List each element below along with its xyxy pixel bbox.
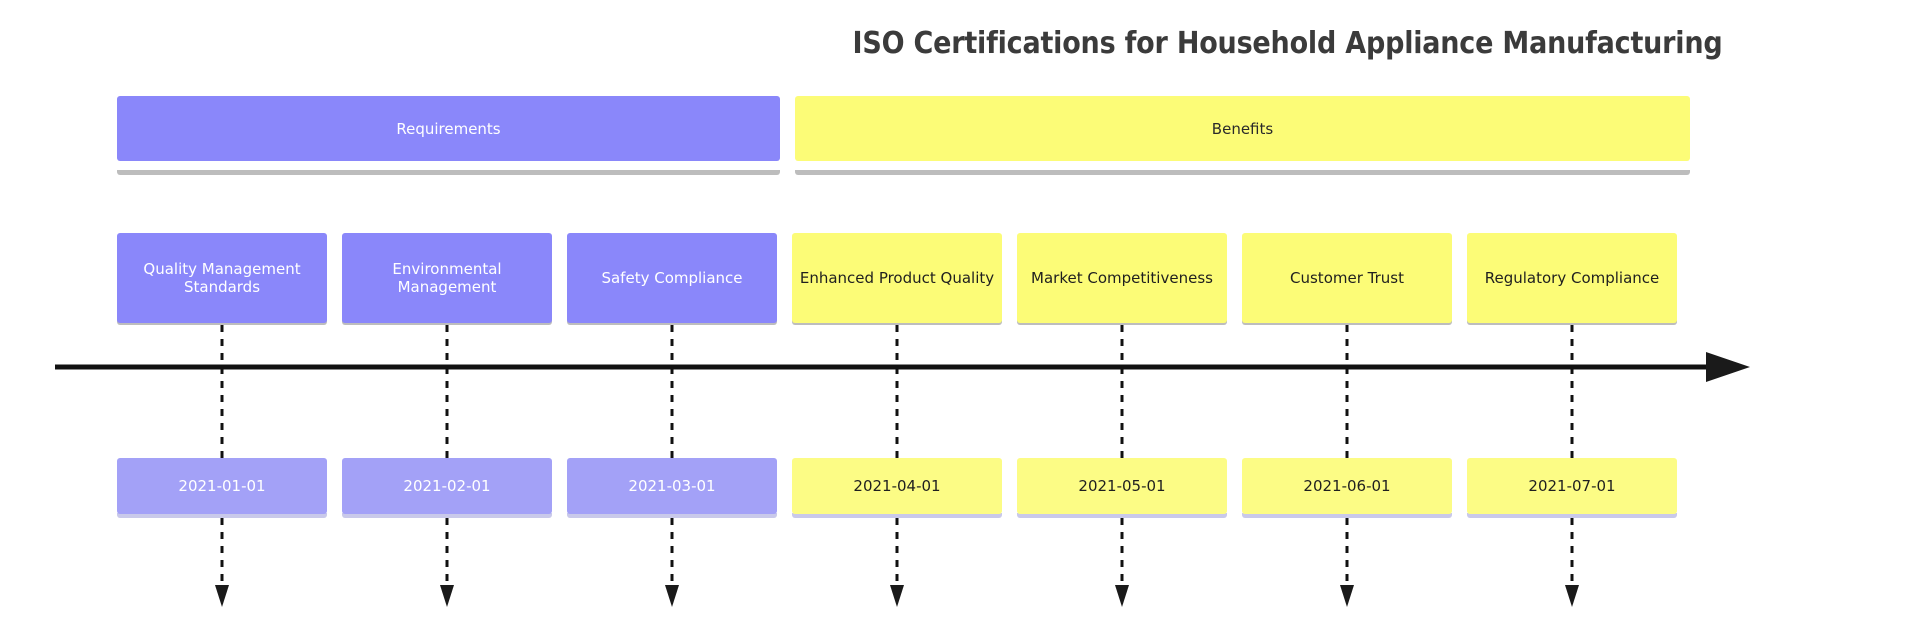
date-label-1: 2021-02-01 xyxy=(403,477,491,495)
date-box-1[interactable]: 2021-02-01 xyxy=(342,458,552,514)
event-box-2[interactable]: Safety Compliance xyxy=(567,233,777,323)
date-box-3[interactable]: 2021-04-01 xyxy=(792,458,1002,514)
benefits-group-shadow xyxy=(795,170,1690,175)
event-label-4: Market Competitiveness xyxy=(1031,269,1213,287)
event-box-5[interactable]: Customer Trust xyxy=(1242,233,1452,323)
date-shadow-5 xyxy=(1242,513,1452,518)
event-box-3[interactable]: Enhanced Product Quality xyxy=(792,233,1002,323)
event-label-3: Enhanced Product Quality xyxy=(799,269,995,287)
event-box-4[interactable]: Market Competitiveness xyxy=(1017,233,1227,323)
date-shadow-6 xyxy=(1467,513,1677,518)
date-box-6[interactable]: 2021-07-01 xyxy=(1467,458,1677,514)
date-shadow-4 xyxy=(1017,513,1227,518)
date-box-0[interactable]: 2021-01-01 xyxy=(117,458,327,514)
event-label-1: Environmental Management xyxy=(392,260,502,296)
group-bar-requirements-label: Requirements xyxy=(396,119,501,138)
group-bar-requirements[interactable]: Requirements xyxy=(117,96,780,161)
date-label-5: 2021-06-01 xyxy=(1303,477,1391,495)
event-box-0[interactable]: Quality Management Standards xyxy=(117,233,327,323)
group-bar-benefits-label: Benefits xyxy=(1211,119,1274,138)
event-box-6[interactable]: Regulatory Compliance xyxy=(1467,233,1677,323)
event-label-6: Regulatory Compliance xyxy=(1484,269,1660,287)
group-bar-benefits[interactable]: Benefits xyxy=(795,96,1690,161)
event-label-0: Quality Management Standards xyxy=(143,260,301,296)
page-title: ISO Certifications for Household Applian… xyxy=(852,26,1723,61)
event-label-2: Safety Compliance xyxy=(601,269,743,287)
date-shadow-2 xyxy=(567,513,777,518)
date-box-5[interactable]: 2021-06-01 xyxy=(1242,458,1452,514)
requirements-group-shadow xyxy=(117,170,780,175)
date-box-4[interactable]: 2021-05-01 xyxy=(1017,458,1227,514)
date-label-6: 2021-07-01 xyxy=(1528,477,1616,495)
event-box-1[interactable]: Environmental Management xyxy=(342,233,552,323)
date-label-2: 2021-03-01 xyxy=(628,477,716,495)
date-label-0: 2021-01-01 xyxy=(178,477,266,495)
date-box-2[interactable]: 2021-03-01 xyxy=(567,458,777,514)
date-shadow-3 xyxy=(792,513,1002,518)
date-label-3: 2021-04-01 xyxy=(853,477,941,495)
event-label-5: Customer Trust xyxy=(1290,269,1404,287)
date-shadow-0 xyxy=(117,513,327,518)
date-shadow-1 xyxy=(342,513,552,518)
date-label-4: 2021-05-01 xyxy=(1078,477,1166,495)
